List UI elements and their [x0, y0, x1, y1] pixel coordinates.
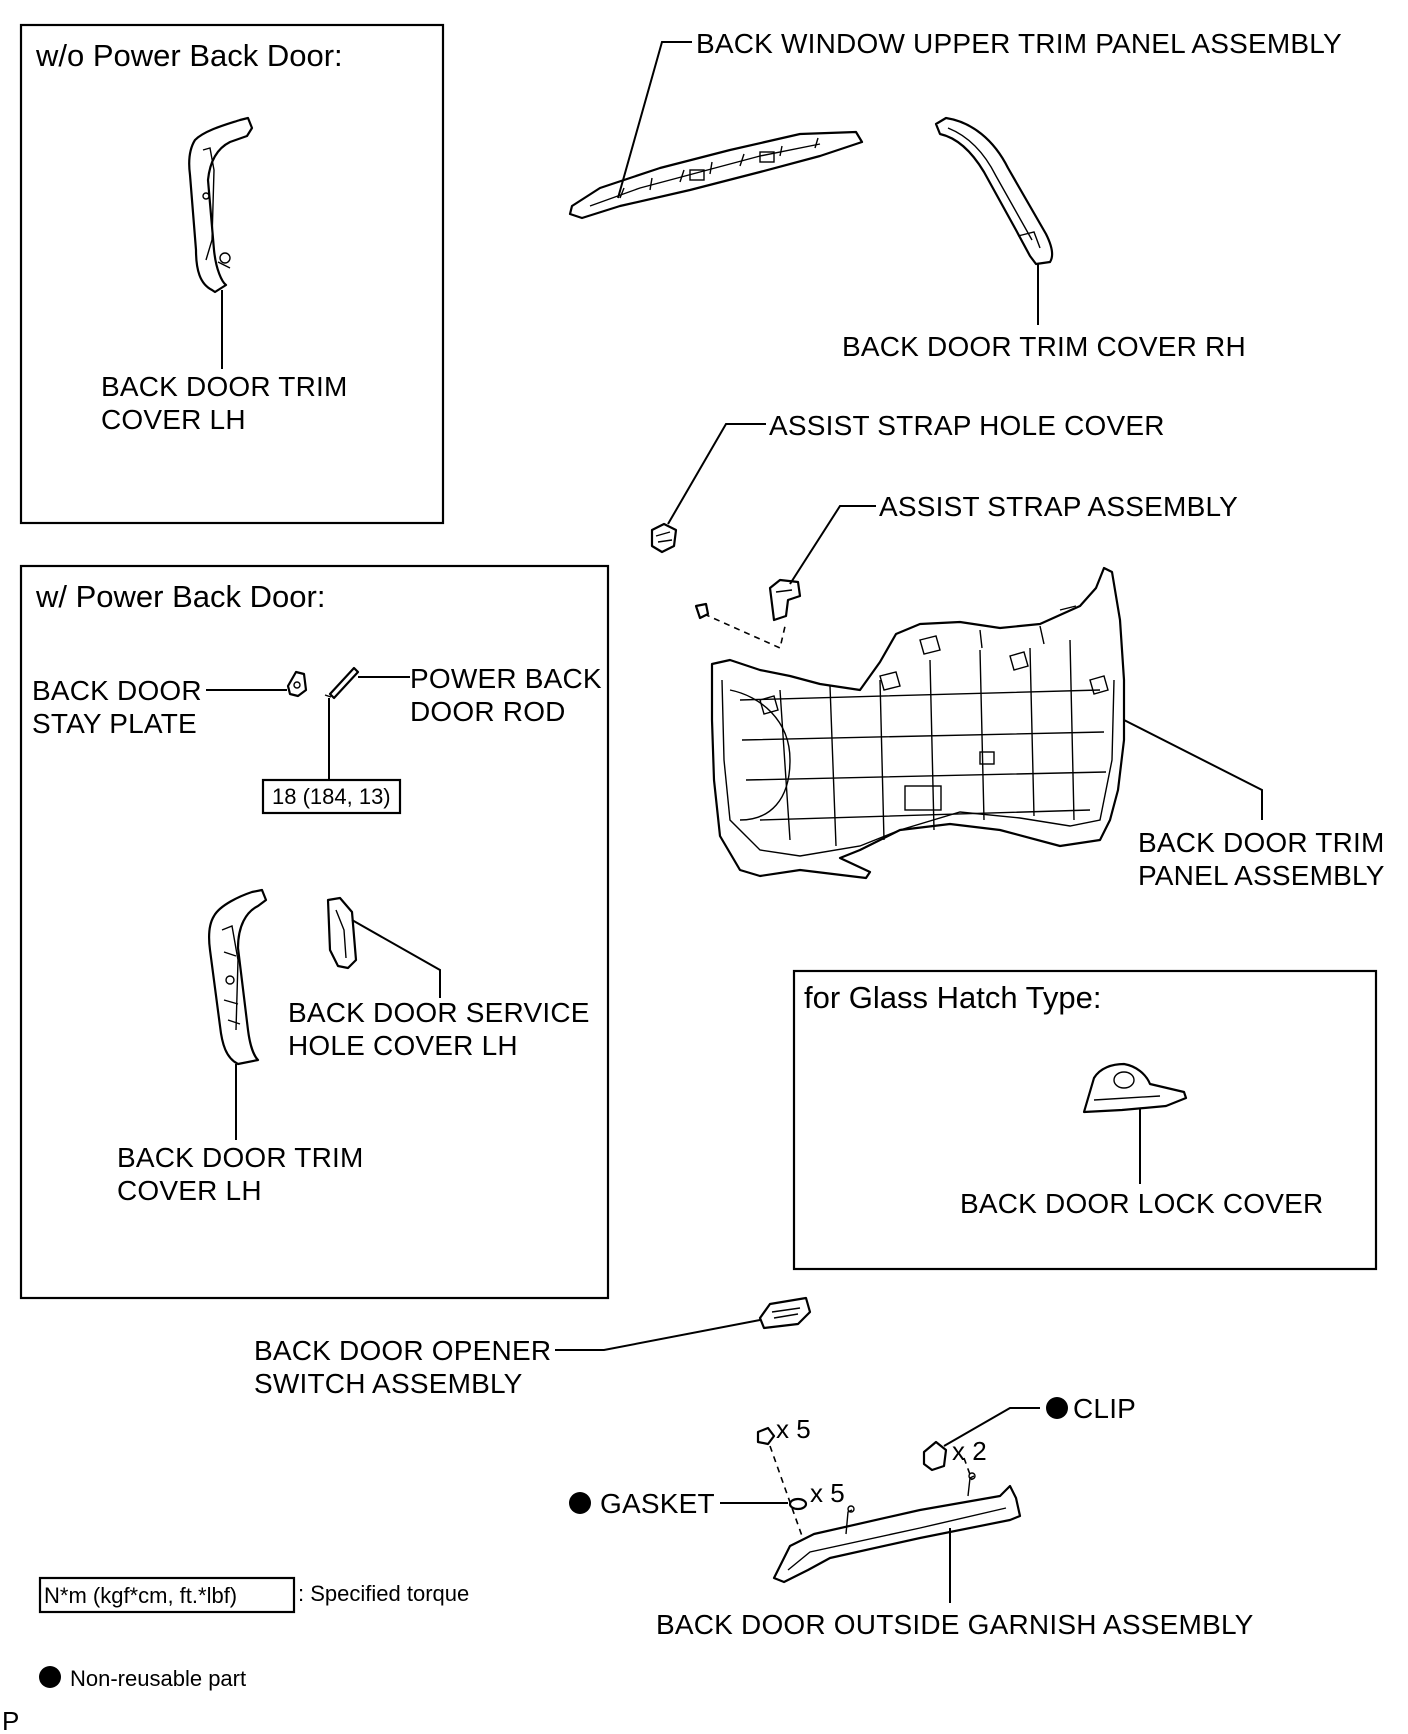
- label-power-rod-1: POWER BACK: [410, 663, 602, 694]
- label-trim-cover-lh-b-2: COVER LH: [117, 1175, 262, 1206]
- label-qty-gasket: x 5: [810, 1478, 845, 1508]
- assist-strap-assembly-part: [768, 578, 802, 622]
- label-stay-plate-1: BACK DOOR: [32, 675, 202, 706]
- label-stay-plate-2: STAY PLATE: [32, 708, 197, 739]
- legend-nonreusable-desc: Non-reusable part: [70, 1666, 246, 1691]
- label-garnish: BACK DOOR OUTSIDE GARNISH ASSEMBLY: [656, 1609, 1254, 1640]
- legend-torque-unit: N*m (kgf*cm, ft.*lbf): [44, 1583, 237, 1608]
- label-trim-cover-lh-b-1: BACK DOOR TRIM: [117, 1142, 364, 1173]
- leader-service-hole: [351, 919, 441, 998]
- back-door-opener-switch-part: [758, 1296, 812, 1330]
- label-qty-clip: x 2: [952, 1436, 987, 1466]
- section-box-w-power: [19, 564, 610, 1300]
- torque-value: 18 (184, 13): [272, 784, 391, 809]
- label-lock-cover: BACK DOOR LOCK COVER: [960, 1188, 1323, 1219]
- label-trim-cover-lh-a-2: COVER LH: [101, 404, 246, 435]
- back-window-upper-trim-panel-part: [568, 130, 864, 220]
- label-qty-nut: x 5: [776, 1414, 811, 1444]
- section-w-power-back-door: w/ Power Back Door: BACK DOOR STAY PLATE…: [19, 564, 610, 1300]
- assist-strap-screw: [694, 602, 710, 620]
- leader-clip: [943, 1407, 1040, 1447]
- clip-nonreusable-marker: [1046, 1397, 1068, 1419]
- assist-strap-fastener-line: [703, 613, 787, 650]
- section-glass-hatch: for Glass Hatch Type: BACK DOOR LOCK COV…: [792, 969, 1378, 1271]
- section-box-wo-power: [19, 23, 445, 525]
- leader-assist-strap: [789, 505, 876, 585]
- label-gasket: GASKET: [600, 1488, 715, 1519]
- back-door-trim-cover-rh-part: [934, 116, 1054, 266]
- label-trim-panel-2: PANEL ASSEMBLY: [1138, 860, 1385, 891]
- label-assist-hole-cover: ASSIST STRAP HOLE COVER: [769, 410, 1165, 441]
- clip-fastener-line: [963, 1457, 973, 1481]
- legend: N*m (kgf*cm, ft.*lbf) : Specified torque…: [38, 1576, 469, 1691]
- back-door-trim-panel-part: [710, 566, 1126, 880]
- leader-opener-switch: [555, 1319, 761, 1351]
- nut-fastener-line: [769, 1445, 803, 1537]
- label-opener-switch-1: BACK DOOR OPENER: [254, 1335, 551, 1366]
- back-door-service-hole-cover-lh-part: [326, 896, 358, 970]
- corner-mark: P: [2, 1706, 19, 1734]
- back-door-lock-cover-part: [1082, 1062, 1188, 1114]
- label-trim-cover-rh: BACK DOOR TRIM COVER RH: [842, 331, 1246, 362]
- section-title-w-power: w/ Power Back Door:: [35, 579, 325, 614]
- label-trim-panel-1: BACK DOOR TRIM: [1138, 827, 1385, 858]
- power-back-door-rod-part: [324, 666, 360, 700]
- legend-torque-desc: : Specified torque: [298, 1581, 469, 1606]
- section-title-glass-hatch: for Glass Hatch Type:: [804, 980, 1102, 1015]
- legend-nonreusable-marker: [39, 1666, 61, 1688]
- assist-strap-hole-cover-part: [650, 522, 678, 554]
- label-upper-trim-panel: BACK WINDOW UPPER TRIM PANEL ASSEMBLY: [696, 28, 1342, 59]
- gasket-nonreusable-marker: [569, 1492, 591, 1514]
- label-power-rod-2: DOOR ROD: [410, 696, 566, 727]
- legend-torque-box: [38, 1576, 296, 1614]
- gasket-part: [788, 1497, 808, 1511]
- section-title-wo-power: w/o Power Back Door:: [35, 38, 343, 73]
- back-door-trim-cover-lh-power-part: [207, 888, 268, 1066]
- label-assist-strap: ASSIST STRAP ASSEMBLY: [879, 491, 1238, 522]
- label-trim-cover-lh-a-1: BACK DOOR TRIM: [101, 371, 348, 402]
- label-opener-switch-2: SWITCH ASSEMBLY: [254, 1368, 523, 1399]
- label-service-hole-1: BACK DOOR SERVICE: [288, 997, 590, 1028]
- section-wo-power-back-door: w/o Power Back Door: BACK DOOR TRIM COVE…: [19, 23, 445, 525]
- back-door-outside-garnish-part: [772, 1472, 1022, 1584]
- label-service-hole-2: HOLE COVER LH: [288, 1030, 518, 1061]
- section-box-glass-hatch: [792, 969, 1378, 1271]
- leader-trim-panel: [1123, 719, 1263, 820]
- nut-part: [756, 1426, 776, 1446]
- leader-upper-trim-panel: [617, 41, 692, 199]
- back-door-stay-plate-part: [286, 670, 308, 698]
- torque-box: [261, 778, 402, 815]
- leader-assist-hole-cover: [667, 423, 766, 525]
- clip-part: [922, 1440, 948, 1472]
- label-clip: CLIP: [1073, 1393, 1136, 1424]
- back-door-trim-cover-lh-part: [188, 116, 254, 294]
